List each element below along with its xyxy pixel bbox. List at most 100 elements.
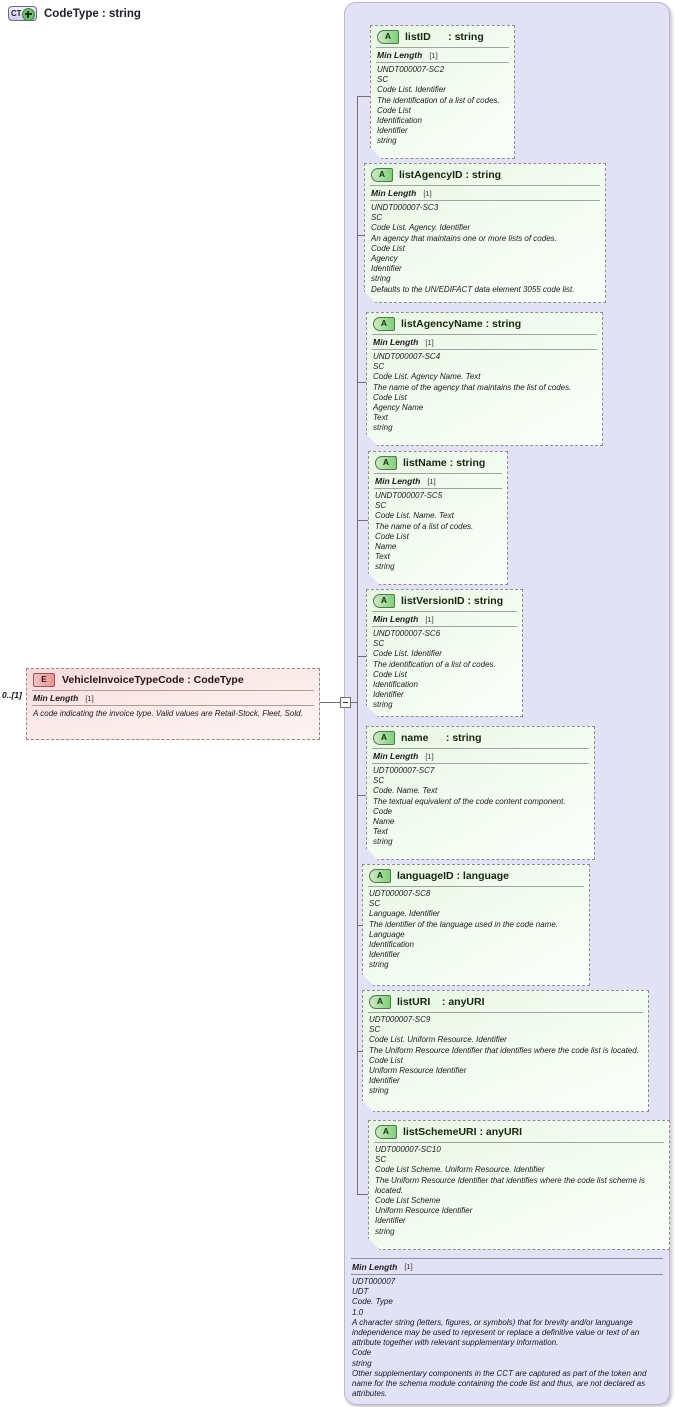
attribute-doc-line: UDT000007-SC7 [373,766,435,775]
element-icon: E [33,672,55,687]
attribute-doc-line: The identification of a list of codes. [377,95,500,105]
complextype-expand-icon[interactable]: CT [8,6,37,21]
divider [370,200,600,201]
attribute-doc-line: Code List [373,669,407,679]
attribute-doc-line: Code. Name. Text [373,786,438,796]
divider [374,488,502,489]
attribute-doc-line: Agency [371,254,398,264]
attribute-doc-line: The identification of a list of codes. [373,659,496,669]
attribute-doc-line: Identification [369,940,414,950]
connector-line [351,702,357,703]
attribute-doc-line: The name of the agency that maintains th… [373,382,572,392]
attribute-facet-row: Min Length[1] [367,749,594,763]
attribute-facet-label: Min Length [377,50,423,60]
divider [372,763,589,764]
attribute-doc-line: string [371,274,391,284]
attribute-name: languageID : language [397,869,510,882]
attribute-doc-line: Code List. Agency. Identifier [371,223,471,233]
attribute-doc-line: UDT000007-SC8 [369,889,431,898]
attribute-facet-row: Min Length[1] [371,48,514,62]
element-facet-cardinality: [1] [85,693,94,703]
complextype-doc-line: Other supplementary components in the CC… [352,1368,647,1399]
connector-line [357,520,368,521]
attribute-doc-line: string [373,423,393,433]
attribute-icon-label: A [384,31,392,42]
attribute-doc-line: An agency that maintains one or more lis… [371,233,557,243]
attribute-facet-row: Min Length[1] [369,474,507,488]
divider [351,1258,663,1259]
attribute-doc-line: SC [373,639,385,649]
attribute-doc-line: Identification [373,680,418,690]
element-documentation: A code indicating the invoice type. Vali… [27,706,319,719]
attribute-doc-line: SC [371,213,383,223]
attribute-doc-line: string [373,700,393,710]
attribute-facet-label: Min Length [371,188,417,198]
plus-icon[interactable] [22,8,35,21]
divider [372,626,517,627]
complextype-doc-line: UDT000007 [352,1277,396,1286]
attribute-doc-line: Language [369,929,405,939]
attribute-icon-label: A [382,1126,390,1137]
attribute-doc-line: UDT000007-SC9 [369,1015,431,1024]
attribute-doc-line: string [375,1226,395,1236]
element-header: E VehicleInvoiceTypeCode : CodeType [27,669,319,690]
attribute-icon: A [373,593,395,608]
divider [372,334,597,335]
attribute-doc-line: The name of a list of codes. [375,521,474,531]
complextype-doc-line: Code [352,1348,372,1358]
element-node-vehicleinvoicetypecode[interactable]: E VehicleInvoiceTypeCode : CodeType Min … [26,668,320,740]
attribute-name: listID : string [405,30,484,43]
attribute-icon: A [369,994,391,1009]
attribute-doc-line: Code List. Identifier [373,649,442,659]
collapse-toggle[interactable] [340,697,351,708]
element-icon-label: E [41,674,47,685]
attribute-facet-label: Min Length [373,614,419,624]
connector-line [357,656,366,657]
attribute-doc-line: Language. Identifier [369,909,440,919]
attribute-doc-line: SC [373,362,385,372]
attribute-doc-line: Name [375,542,397,552]
attribute-doc-line: The textual equivalent of the code conte… [373,796,566,806]
attribute-doc-line: Identifier [371,264,402,274]
attribute-facet-row: Min Length[1] [367,612,522,626]
complextype-doc-line: A character string (letters, figures, or… [352,1317,640,1348]
divider [32,690,314,691]
attribute-name: listAgencyName : string [401,317,522,330]
attribute-name: listURI : anyURI [397,995,485,1008]
attribute-doc-line: Identifier [375,1216,406,1226]
attribute-doc-line: Code List. Uniform Resource. Identifier [369,1035,507,1045]
divider [372,611,517,612]
attribute-doc-line: SC [373,776,385,786]
element-facet-row: Min Length [1] [27,691,319,705]
complextype-doc-line: Code. Type [352,1297,393,1307]
attribute-icon-label: A [382,457,390,468]
divider [32,705,314,706]
attribute-doc-line: SC [375,1155,387,1165]
attribute-facet-row: Min Length[1] [365,186,605,200]
attribute-icon-label: A [380,595,388,606]
attribute-icon: A [373,316,395,331]
complextype-header: CT CodeType : string [8,4,141,23]
attribute-name: listSchemeURI : anyURI [403,1125,523,1138]
attribute-doc-line: UNDT000007-SC3 [371,203,439,212]
attribute-doc-line: Text [375,552,390,562]
divider [370,185,600,186]
attribute-icon-label: A [380,732,388,743]
divider [372,748,589,749]
attribute-doc-line: string [377,136,397,146]
complextype-icon-label: CT [11,8,22,18]
